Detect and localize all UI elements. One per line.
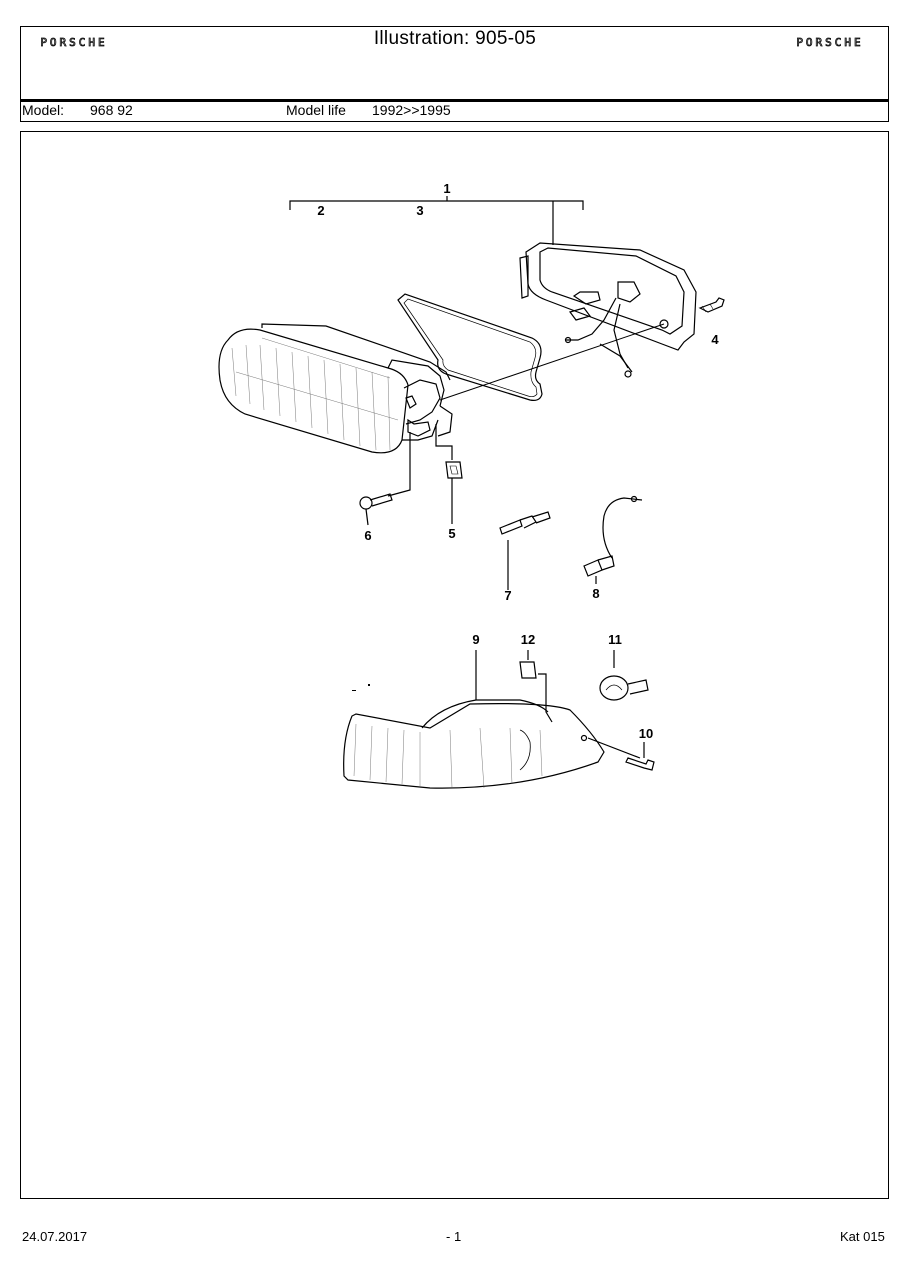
gasket	[397, 293, 543, 401]
callout-9: 9	[472, 632, 479, 647]
bulb-8	[583, 495, 643, 584]
screw-6	[359, 432, 411, 526]
callout-7: 7	[504, 588, 511, 603]
footer-page-number: - 1	[446, 1229, 462, 1244]
bulb-7	[499, 511, 551, 590]
callout-4: 4	[711, 332, 719, 347]
clip-5	[435, 424, 463, 524]
callout-11: 11	[608, 632, 622, 647]
header-divider	[20, 99, 889, 102]
brand-right-text: PORSCHE	[796, 36, 863, 48]
brand-left-text: PORSCHE	[40, 36, 107, 48]
callout-6: 6	[364, 528, 371, 543]
callout-8: 8	[592, 586, 599, 601]
model-bar	[20, 102, 889, 122]
callout-2: 2	[317, 203, 324, 218]
callout-10: 10	[639, 726, 653, 741]
footer-date: 24.07.2017	[22, 1229, 88, 1244]
porsche-logo-left: PORSCHE	[40, 36, 107, 48]
callout-1: 1	[443, 181, 450, 196]
callout-5: 5	[448, 526, 455, 541]
model-value: 968 92	[90, 102, 133, 118]
assembly-bracket	[289, 196, 584, 245]
callout-3: 3	[416, 203, 423, 218]
screw-4	[698, 297, 725, 313]
callout-12: 12	[521, 632, 535, 647]
footer-catalog: Kat 015	[840, 1229, 885, 1244]
page-title: Illustration: 905-05	[373, 28, 537, 49]
model-life-value: 1992>>1995	[372, 102, 451, 118]
model-label: Model:	[22, 102, 65, 118]
indicator-lens	[343, 650, 605, 789]
callouts: 1 2 3 4 5 6 7 8 9 10 11 12	[317, 181, 719, 741]
illustration-frame	[20, 131, 889, 1199]
fog-lamp-housing	[218, 323, 453, 454]
porsche-logo-right: PORSCHE	[796, 36, 863, 48]
clip-12	[519, 650, 553, 723]
model-life-label: Model life	[286, 102, 346, 118]
screw-10	[587, 737, 655, 771]
bulb-11	[599, 650, 649, 701]
reflector-housing	[519, 242, 697, 378]
header-box	[20, 26, 889, 101]
